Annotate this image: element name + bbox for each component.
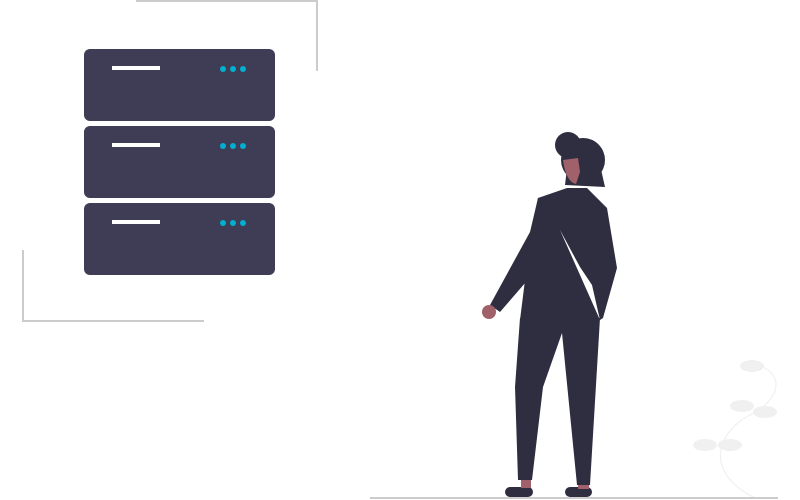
plant-stem <box>720 365 777 499</box>
status-led-icon <box>230 143 236 149</box>
left-ankle <box>521 480 531 488</box>
status-led-icon <box>240 143 246 149</box>
frame-lines <box>22 0 318 322</box>
server-unit <box>84 126 275 198</box>
frame-bottom-left <box>22 250 204 322</box>
server-label-bar <box>112 143 160 147</box>
frame-top-right <box>136 0 318 71</box>
server-body <box>84 203 275 275</box>
leaf <box>740 360 764 372</box>
status-led-icon <box>230 66 236 72</box>
plant <box>693 360 777 499</box>
right-shoe <box>565 487 592 497</box>
server-unit <box>84 49 275 121</box>
server-body <box>84 126 275 198</box>
trousers <box>515 318 600 485</box>
person-skin <box>482 158 589 489</box>
server-label-bar <box>112 66 160 70</box>
status-led-icon <box>220 143 226 149</box>
status-led-icon <box>240 66 246 72</box>
server-unit <box>84 203 275 275</box>
hair-bun <box>555 132 581 158</box>
leaf <box>718 439 742 451</box>
right-ankle <box>578 485 589 489</box>
leaf <box>693 439 717 451</box>
left-arm <box>490 198 555 312</box>
leaf <box>753 406 777 418</box>
server-label-bar <box>112 220 160 224</box>
status-led-icon <box>220 220 226 226</box>
person <box>482 132 617 497</box>
server-rack <box>84 49 275 275</box>
hand <box>482 305 496 319</box>
leaf <box>730 400 754 412</box>
person-clothing <box>490 132 617 497</box>
status-led-icon <box>230 220 236 226</box>
status-led-icon <box>220 66 226 72</box>
left-shoe <box>505 487 533 497</box>
server-body <box>84 49 275 121</box>
status-led-icon <box>240 220 246 226</box>
face <box>563 158 580 184</box>
